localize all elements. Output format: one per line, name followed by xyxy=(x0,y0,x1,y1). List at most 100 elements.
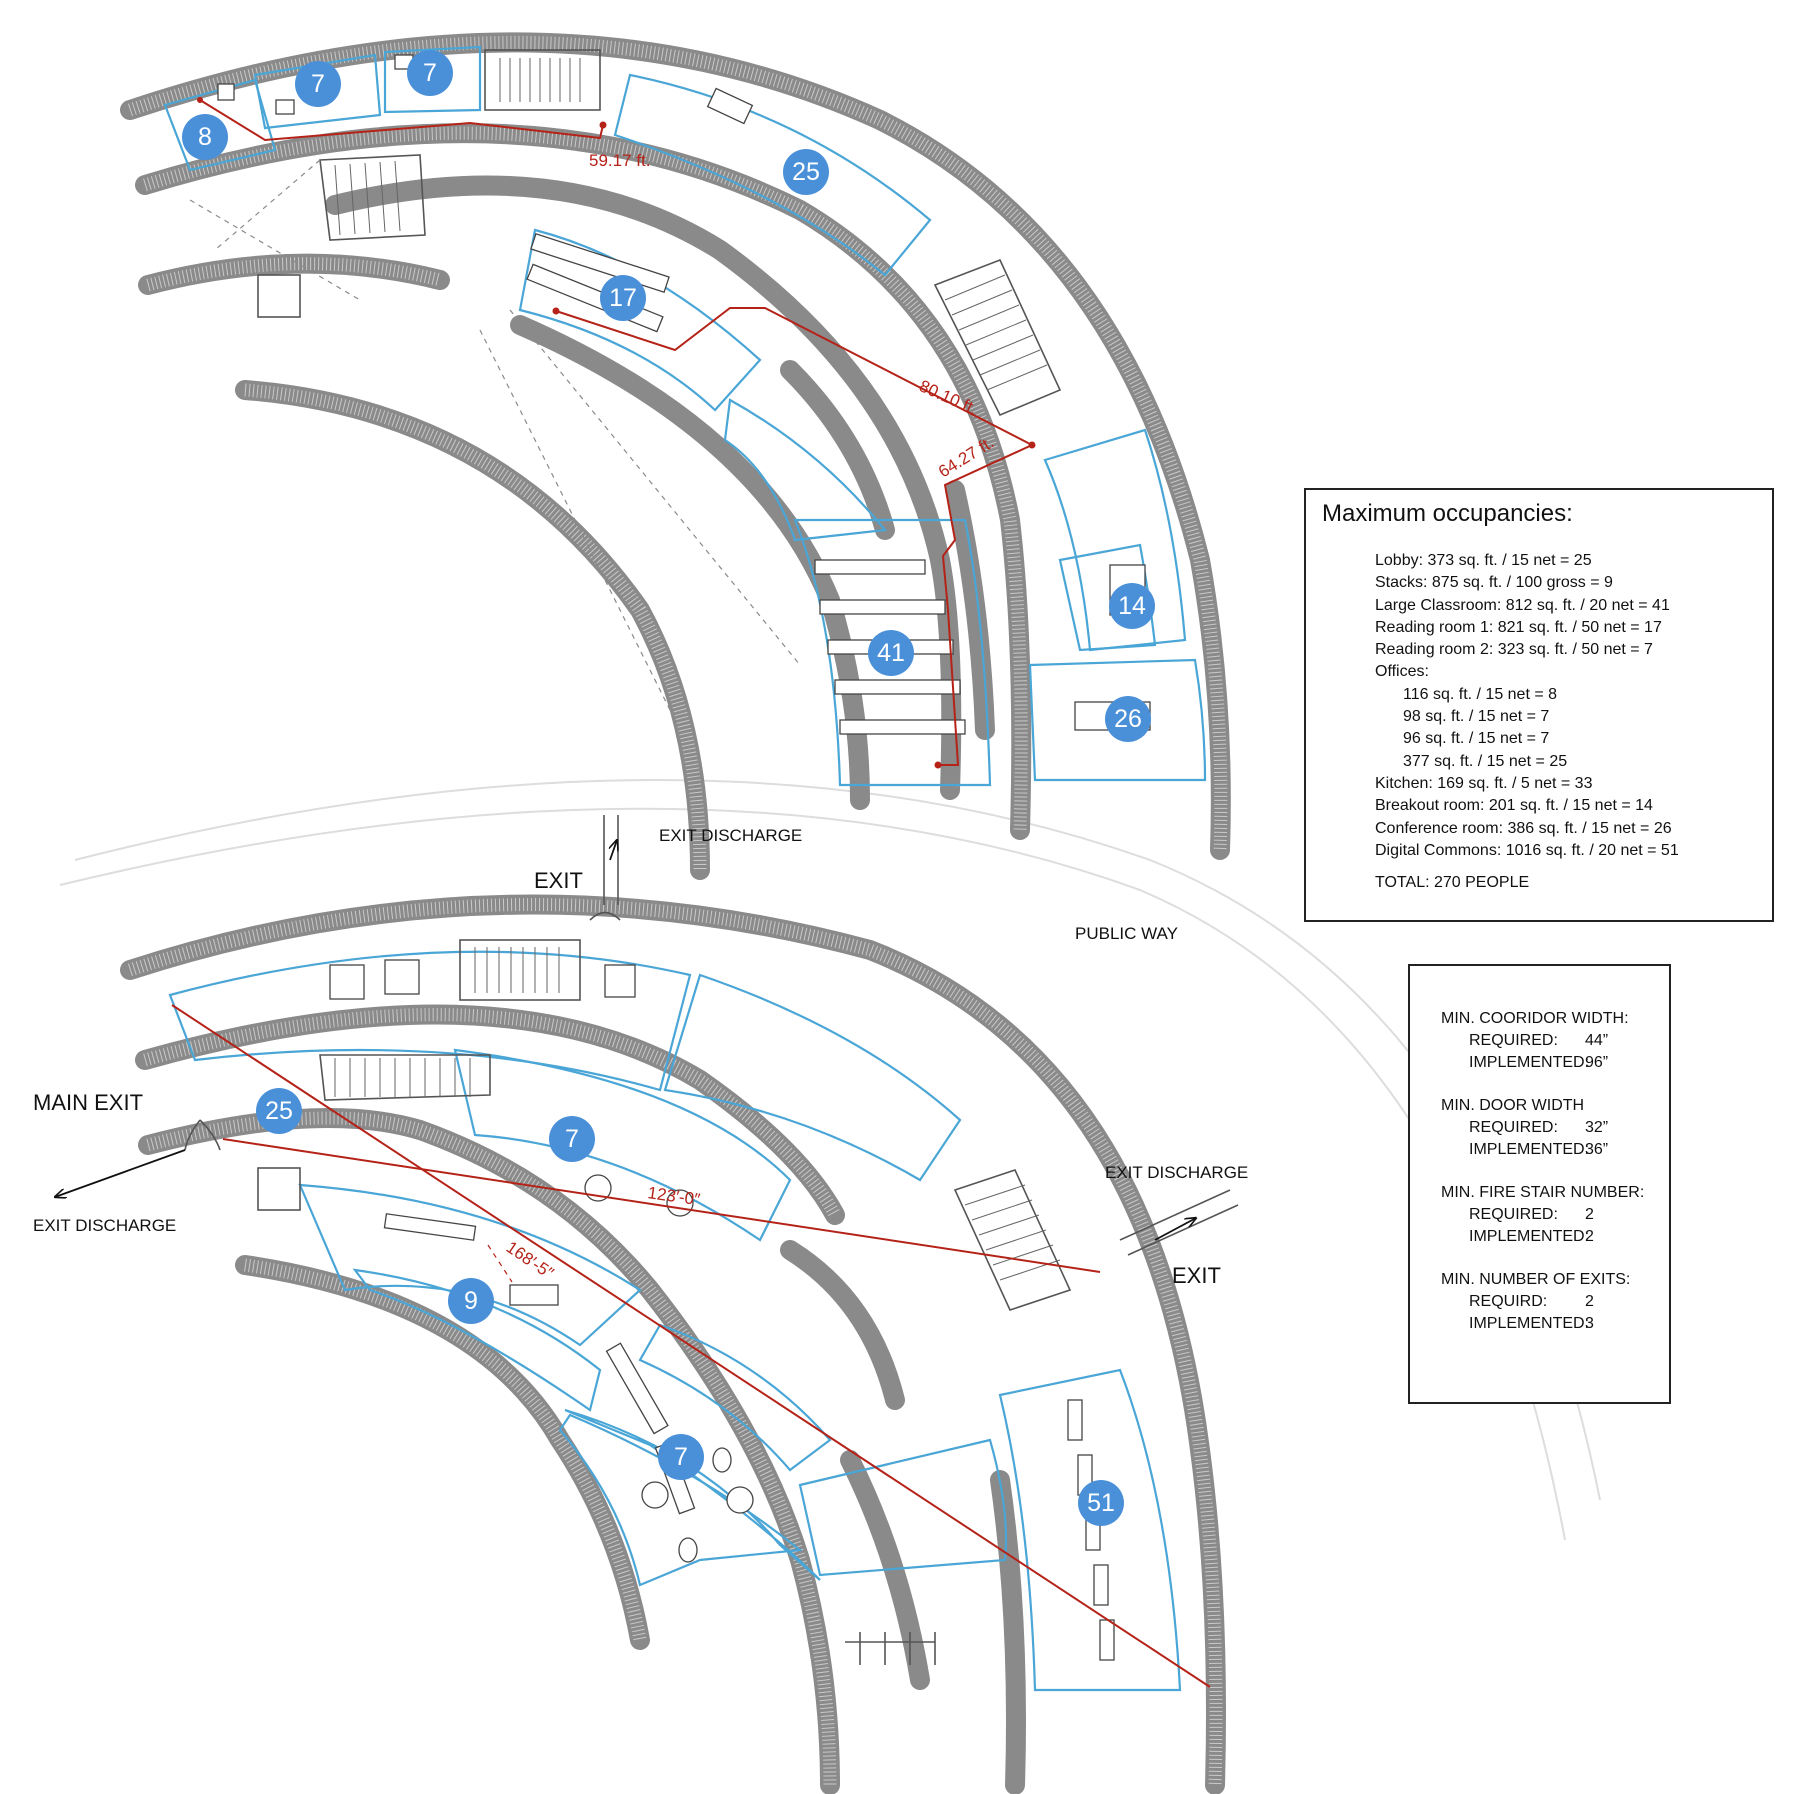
occupancy-badge: 14 xyxy=(1109,583,1155,629)
upper-atrium-lines xyxy=(189,159,801,711)
requirement-row: IMPLEMENTED:36” xyxy=(1441,1139,1669,1161)
occupancy-line: Stacks: 875 sq. ft. / 100 gross = 9 xyxy=(1375,574,1613,592)
requirement-label: IMPLEMENTED: xyxy=(1469,1141,1590,1158)
upper-stair-2 xyxy=(933,258,1062,417)
occupancy-line: 96 sq. ft. / 15 net = 7 xyxy=(1403,730,1550,748)
svg-text:9: 9 xyxy=(464,1287,478,1315)
panel-title: Maximum occupancies: xyxy=(1322,500,1573,527)
occupancy-badge: 8 xyxy=(182,114,228,160)
main-exit-door xyxy=(184,1119,221,1151)
upper-exterior-wall xyxy=(120,32,1231,860)
travel-distance-label: 59.17 ft. xyxy=(589,151,650,170)
exit-right-label: EXIT xyxy=(1172,1263,1221,1288)
occupancy-badge: 17 xyxy=(600,275,646,321)
code-requirements-panel: MIN. COORIDOR WIDTH: REQUIRED: 44” IMPLEMEN… xyxy=(1408,964,1671,1404)
lower-corridor-wall xyxy=(135,1004,845,1225)
requirement-label: REQUIRED: xyxy=(1469,1032,1558,1049)
occupancy-total: TOTAL: 270 PEOPLE xyxy=(1375,874,1530,892)
requirement-group: MIN. COORIDOR WIDTH: REQUIRED: 44” IMPLEMEN… xyxy=(1441,1008,1669,1074)
occupancy-badge: 25 xyxy=(783,149,829,195)
lower-stair-1 xyxy=(459,939,581,1001)
occupancy-line: Conference room: 386 sq. ft. / 15 net = … xyxy=(1375,819,1672,837)
upper-elevator xyxy=(257,274,301,318)
occupancy-line: Breakout room: 201 sq. ft. / 15 net = 14 xyxy=(1375,797,1653,815)
occupancy-list: Lobby: 373 sq. ft. / 15 net = 25 Stacks: … xyxy=(1322,550,1772,862)
occupancy-line: 116 sq. ft. / 15 net = 8 xyxy=(1403,685,1558,703)
occupancy-line: 377 sq. ft. / 15 net = 25 xyxy=(1403,752,1568,770)
public-way-label: PUBLIC WAY xyxy=(1075,924,1178,943)
requirement-heading: MIN. COORIDOR WIDTH: xyxy=(1441,1010,1629,1027)
exit-door-right xyxy=(1119,1189,1239,1256)
svg-text:7: 7 xyxy=(423,59,437,87)
exit-arrow-right xyxy=(1154,1218,1196,1241)
requirement-row: REQUIRED: 44” xyxy=(1441,1030,1669,1052)
upper-lobby-stair xyxy=(319,154,426,241)
exit-top-label: EXIT xyxy=(534,868,583,893)
travel-distance-label: 168′-5″ xyxy=(503,1238,557,1283)
requirement-value: 44” xyxy=(1585,1032,1609,1049)
occupancy-badge: 7 xyxy=(549,1116,595,1162)
occupancy-line: 98 sq. ft. / 15 net = 7 xyxy=(1403,708,1550,726)
office-desks xyxy=(217,54,754,125)
occupancy-line: Large Classroom: 812 sq. ft. / 20 net = … xyxy=(1375,596,1670,614)
requirement-label: IMPLEMENTED: xyxy=(1469,1315,1590,1332)
svg-text:51: 51 xyxy=(1087,1489,1115,1517)
svg-text:25: 25 xyxy=(265,1097,293,1125)
occupancy-badge: 7 xyxy=(295,61,341,107)
svg-text:8: 8 xyxy=(198,123,212,151)
requirement-label: REQUIRD: xyxy=(1469,1293,1548,1310)
lower-lobby-stair xyxy=(319,1054,491,1101)
exit-discharge-left-label: EXIT DISCHARGE xyxy=(33,1216,176,1235)
requirement-row: IMPLEMENTED:3 xyxy=(1441,1313,1669,1335)
lower-egress-paths xyxy=(171,1004,1211,1688)
requirement-value: 3 xyxy=(1585,1315,1594,1332)
lower-stair-2 xyxy=(953,1169,1072,1311)
lower-exterior-wall xyxy=(120,894,1226,1794)
lower-occupancy-badges: 25 7 9 7 51 xyxy=(256,1088,1124,1526)
classroom-desk-rows xyxy=(814,559,966,735)
upper-floor-plan xyxy=(120,32,1231,880)
breakout-furniture xyxy=(641,1447,754,1563)
bike-rack xyxy=(845,1632,936,1665)
requirement-label: IMPLEMENTED: xyxy=(1469,1054,1590,1071)
requirement-value: 96” xyxy=(1585,1054,1609,1071)
requirement-value: 2 xyxy=(1585,1293,1594,1310)
requirement-label: REQUIRED: xyxy=(1469,1206,1558,1223)
occupancy-line: Digital Commons: 1016 sq. ft. / 20 net =… xyxy=(1375,841,1679,859)
requirement-row: IMPLEMENTED:96” xyxy=(1441,1052,1669,1074)
svg-text:7: 7 xyxy=(674,1443,688,1471)
svg-text:25: 25 xyxy=(792,158,820,186)
requirement-value: 36” xyxy=(1585,1141,1609,1158)
svg-text:41: 41 xyxy=(877,639,905,667)
requirement-row: IMPLEMENTED:2 xyxy=(1441,1226,1669,1248)
upper-egress-paths xyxy=(197,97,1036,769)
kitchen-counters xyxy=(329,959,636,1000)
requirement-value: 2 xyxy=(1585,1206,1594,1223)
requirement-label: REQUIRED: xyxy=(1469,1119,1558,1136)
svg-text:26: 26 xyxy=(1114,705,1142,733)
main-exit-label: MAIN EXIT xyxy=(33,1090,143,1115)
occupancy-badge: 9 xyxy=(448,1278,494,1324)
requirement-heading: MIN. FIRE STAIR NUMBER: xyxy=(1441,1184,1645,1201)
exit-door-top xyxy=(589,815,621,921)
requirement-heading: MIN. DOOR WIDTH xyxy=(1441,1097,1585,1114)
occupancy-line: Reading room 2: 323 sq. ft. / 50 net = 7 xyxy=(1375,641,1653,659)
upper-stair-1 xyxy=(484,49,601,111)
upper-occupancy-badges: 8 7 7 25 17 41 14 26 xyxy=(182,50,1155,742)
main-exit-arrow xyxy=(55,1149,186,1197)
lower-elevator xyxy=(257,1167,301,1211)
requirement-row: REQUIRED: 2 xyxy=(1441,1204,1669,1226)
occupancy-line: Kitchen: 169 sq. ft. / 5 net = 33 xyxy=(1375,774,1593,792)
occupancy-badge: 51 xyxy=(1078,1480,1124,1526)
occupancy-line: Lobby: 373 sq. ft. / 15 net = 25 xyxy=(1375,552,1592,569)
exit-discharge-top-label: EXIT DISCHARGE xyxy=(659,826,802,845)
exit-discharge-right-label: EXIT DISCHARGE xyxy=(1105,1163,1248,1182)
requirement-heading: MIN. NUMBER OF EXITS: xyxy=(1441,1271,1631,1288)
lower-inner-walls xyxy=(138,1108,1026,1794)
lower-room-outlines xyxy=(168,950,1182,1692)
lower-floor-plan xyxy=(120,815,1239,1794)
